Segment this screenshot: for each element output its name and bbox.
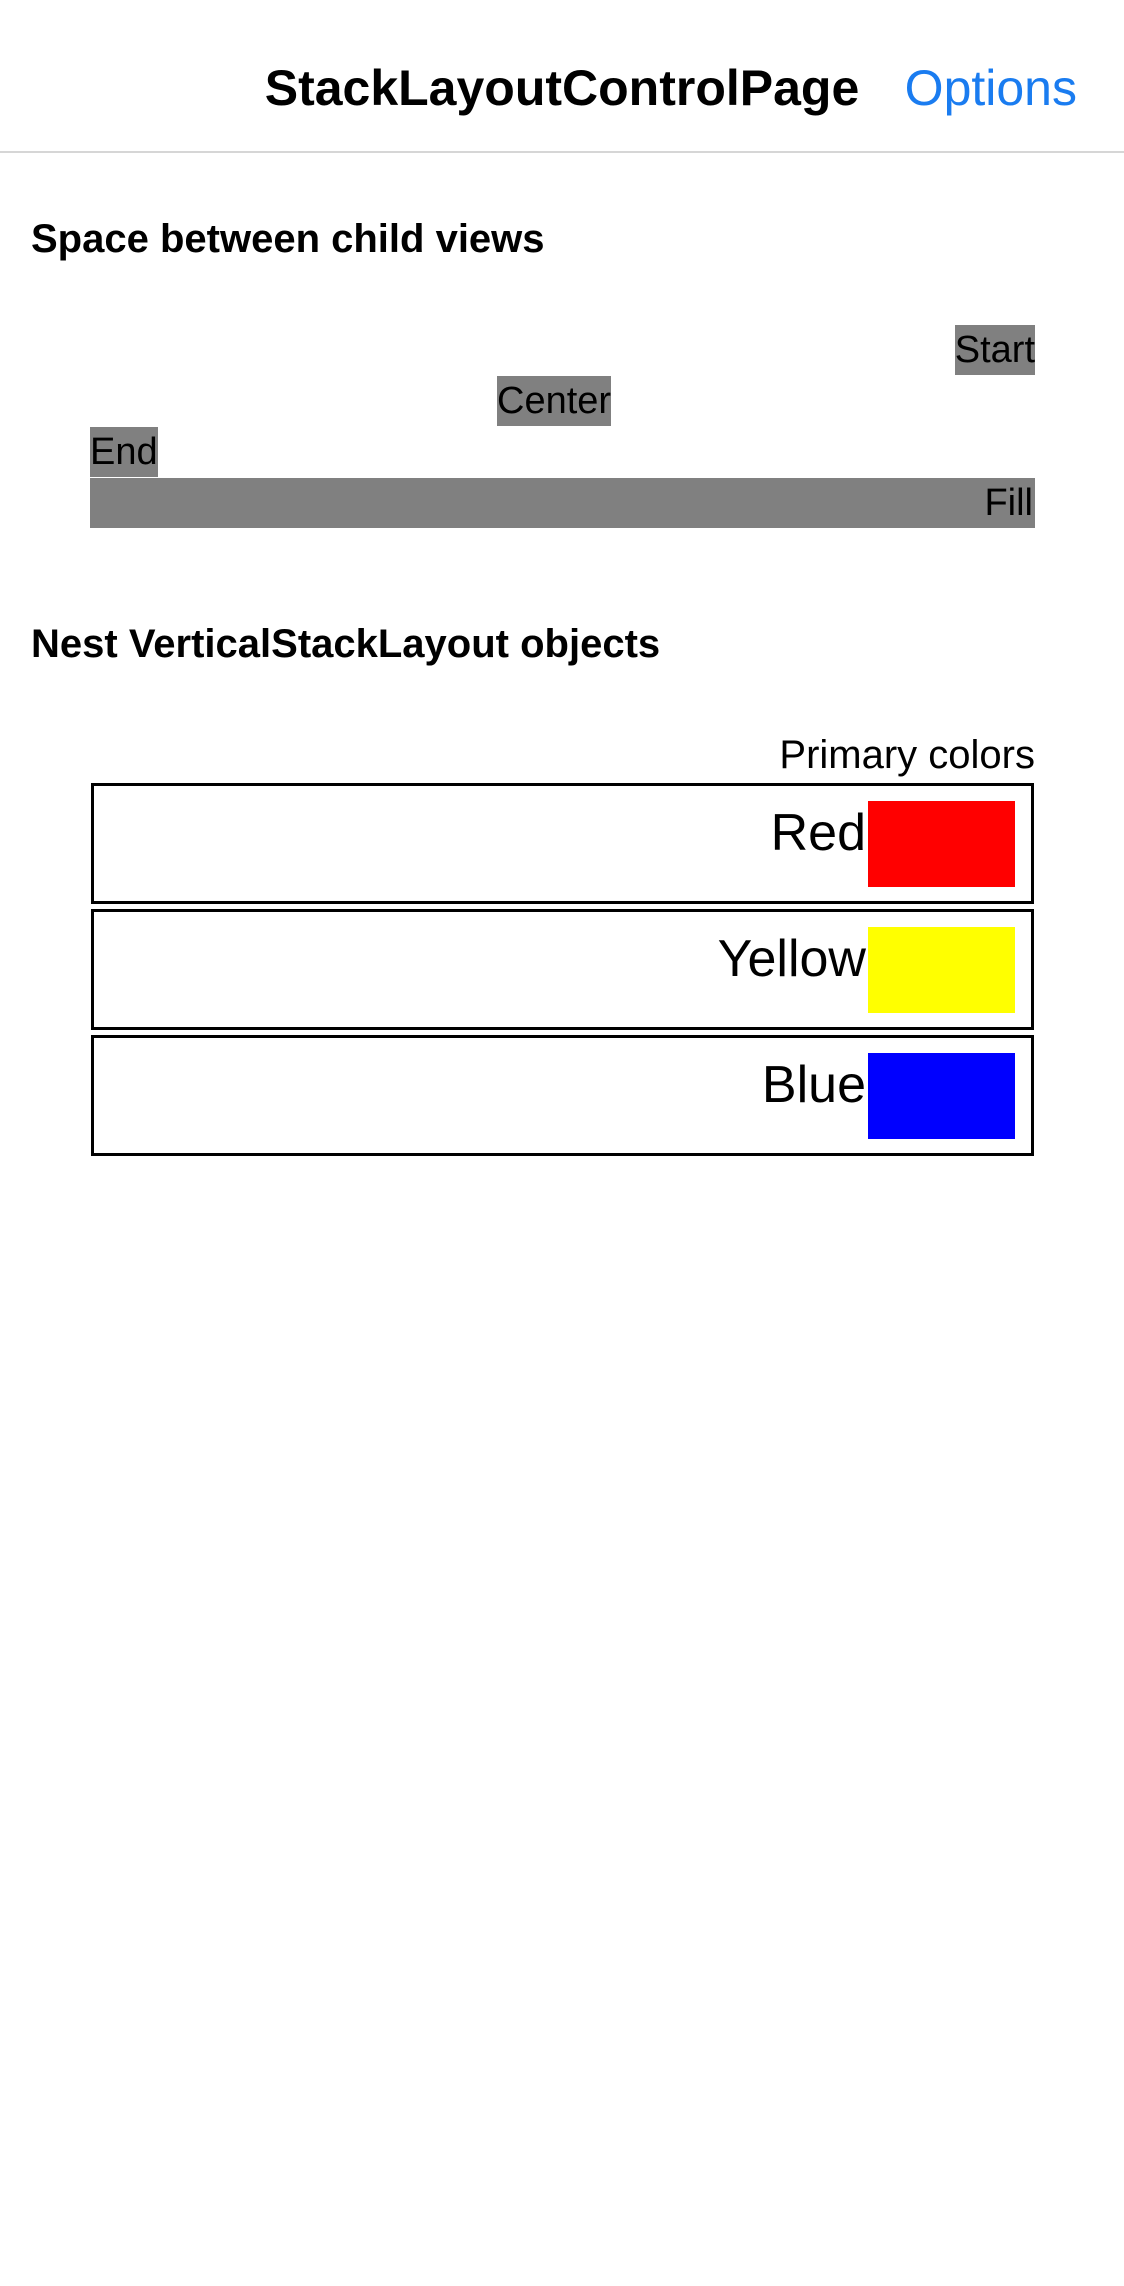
color-row-blue: Blue <box>91 1035 1034 1156</box>
color-row-red: Red <box>91 783 1034 904</box>
color-label: Red <box>770 804 866 862</box>
primary-colors-caption: Primary colors <box>779 733 1035 777</box>
color-label: Blue <box>761 1056 866 1114</box>
nested-section-heading: Nest VerticalStackLayout objects <box>31 622 661 666</box>
fill-bar: Fill <box>90 478 1035 528</box>
page-title: StackLayoutControlPage <box>264 60 860 116</box>
navigation-bar: StackLayoutControlPage Options <box>0 0 1124 153</box>
spacing-section-heading: Space between child views <box>31 217 545 261</box>
end-label: End <box>90 427 158 477</box>
start-label: Start <box>954 325 1035 375</box>
yellow-swatch <box>868 927 1015 1013</box>
color-label: Yellow <box>717 930 866 988</box>
spacing-stack: Start Center End Fill <box>90 325 1035 529</box>
red-swatch <box>868 801 1015 887</box>
color-row-yellow: Yellow <box>91 909 1034 1030</box>
blue-swatch <box>868 1053 1015 1139</box>
center-label: Center <box>497 376 612 426</box>
options-button[interactable]: Options <box>904 60 1077 116</box>
fill-label: Fill <box>984 482 1033 524</box>
